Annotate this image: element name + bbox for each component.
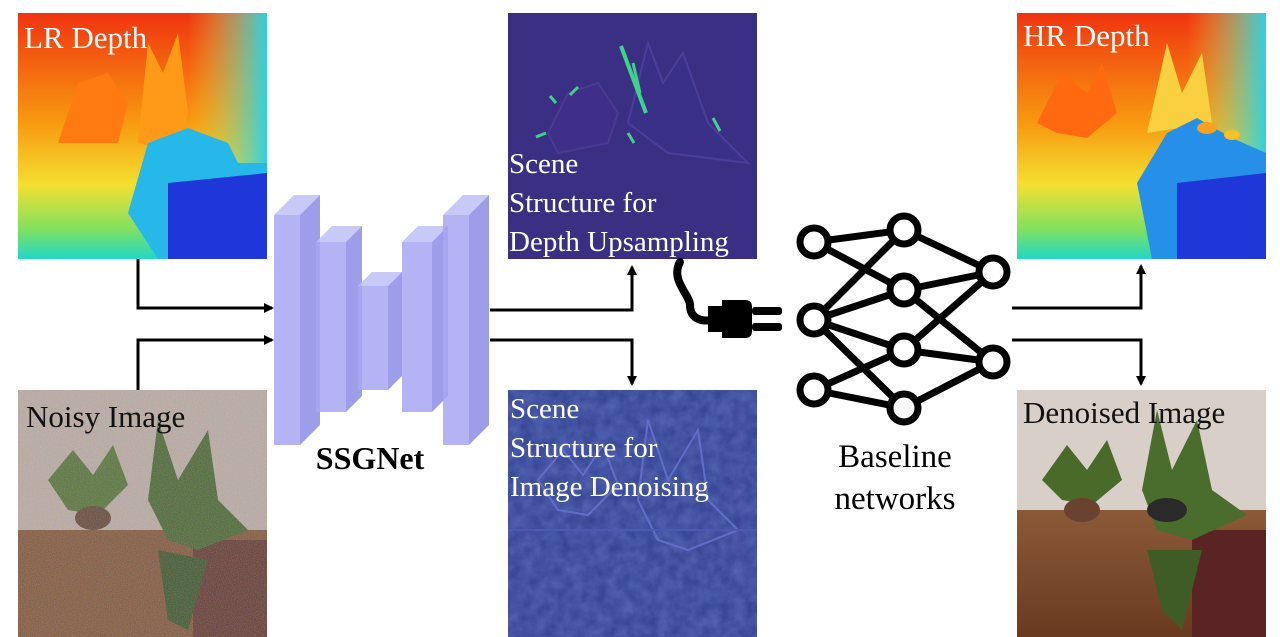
lr-depth-panel: LR Depth: [18, 13, 267, 259]
lr-depth-label: LR Depth: [24, 20, 148, 55]
structure-denoising-panel: Scene Structure for Image Denoising: [508, 390, 757, 637]
structure-denoising-map: [508, 390, 757, 637]
encoder-block-1: [274, 195, 320, 445]
neural-network-icon: [796, 212, 1011, 426]
arrow-lr-depth-to-ssgnet: [136, 259, 274, 313]
denoised-image: [1017, 390, 1266, 637]
ssgnet-label: SSGNet: [315, 440, 425, 476]
structure-upsampling-label: Scene Structure for Depth Upsampling: [509, 148, 729, 258]
noisy-image-panel: Noisy Image: [18, 390, 267, 637]
structure-upsampling-panel: Scene Structure for Depth Upsampling: [508, 13, 757, 259]
noisy-image-label: Noisy Image: [26, 399, 186, 434]
lr-depth-map: [18, 13, 267, 259]
arrow-noisy-to-ssgnet: [136, 335, 274, 390]
arrow-ssgnet-to-upsampling: [490, 265, 637, 312]
ssgnet-architecture: [274, 195, 489, 445]
plug-icon: [673, 258, 782, 338]
denoised-image-label: Denoised Image: [1023, 395, 1226, 430]
arrow-baseline-to-hr-depth: [1012, 264, 1146, 310]
hr-depth-map: [1017, 13, 1266, 259]
structure-upsampling-map: [508, 13, 757, 259]
arrow-ssgnet-to-denoising: [490, 338, 637, 386]
hr-depth-label: HR Depth: [1023, 18, 1150, 53]
decoder-block-2: [443, 195, 489, 445]
noisy-image: [18, 390, 267, 637]
baseline-networks-label: Baseline networks: [834, 439, 956, 517]
denoised-image-panel: Denoised Image: [1017, 390, 1266, 637]
arrow-baseline-to-denoised: [1012, 338, 1146, 386]
structure-denoising-label: Scene Structure for Image Denoising: [510, 393, 709, 503]
hr-depth-panel: HR Depth: [1017, 13, 1266, 259]
bottleneck-block: [358, 272, 402, 390]
